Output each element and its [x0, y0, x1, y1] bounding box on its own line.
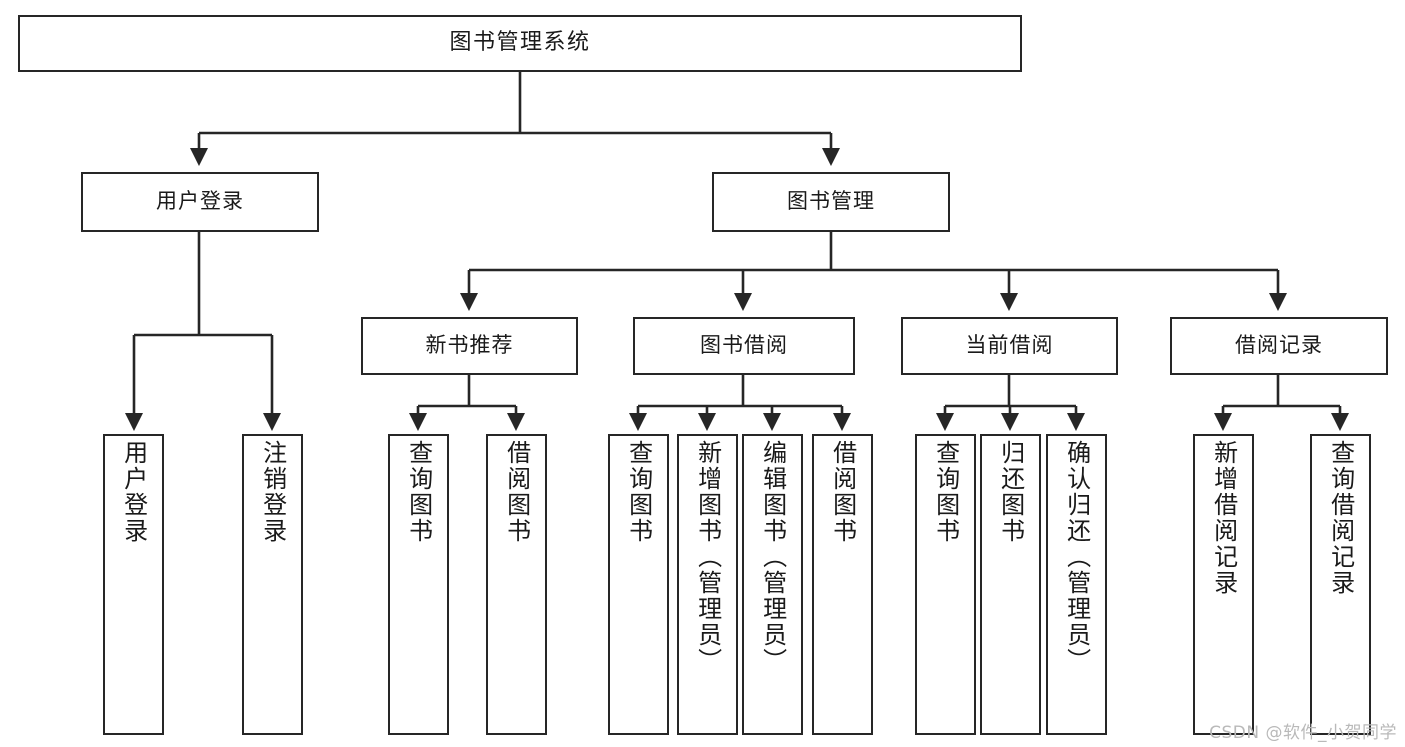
node-root[interactable]: 图书管理系统: [18, 15, 1022, 72]
leaf-query-book-3-label: 查询图书: [931, 440, 960, 544]
node-book-manage-label: 图书管理: [787, 189, 875, 214]
leaf-logout-label: 注销登录: [258, 440, 287, 544]
leaf-borrow-book-2-label: 借阅图书: [828, 440, 857, 544]
leaf-query-book-3[interactable]: 查询图书: [915, 434, 976, 735]
leaf-query-book-1[interactable]: 查询图书: [388, 434, 449, 735]
leaf-confirm-return[interactable]: 确认归还（管理员）: [1046, 434, 1107, 735]
leaf-add-book[interactable]: 新增图书（管理员）: [677, 434, 738, 735]
node-user-login-label: 用户登录: [156, 189, 244, 214]
leaf-add-record-label: 新增借阅记录: [1209, 440, 1238, 596]
leaf-query-book-2-label: 查询图书: [624, 440, 653, 544]
leaf-return-book[interactable]: 归还图书: [980, 434, 1041, 735]
leaf-borrow-book-1[interactable]: 借阅图书: [486, 434, 547, 735]
node-book-borrow[interactable]: 图书借阅: [633, 317, 855, 375]
leaf-user-login-label: 用户登录: [119, 440, 148, 544]
node-borrow-record[interactable]: 借阅记录: [1170, 317, 1388, 375]
node-book-borrow-label: 图书借阅: [700, 333, 788, 358]
node-root-label: 图书管理系统: [449, 30, 591, 56]
node-user-login[interactable]: 用户登录: [81, 172, 319, 232]
leaf-borrow-book-2[interactable]: 借阅图书: [812, 434, 873, 735]
leaf-query-book-1-label: 查询图书: [404, 440, 433, 544]
node-current-borrow[interactable]: 当前借阅: [901, 317, 1118, 375]
leaf-query-book-2[interactable]: 查询图书: [608, 434, 669, 735]
leaf-user-login[interactable]: 用户登录: [103, 434, 164, 735]
node-borrow-record-label: 借阅记录: [1235, 333, 1323, 358]
node-book-manage[interactable]: 图书管理: [712, 172, 950, 232]
leaf-query-record-label: 查询借阅记录: [1326, 440, 1355, 596]
leaf-logout[interactable]: 注销登录: [242, 434, 303, 735]
node-current-borrow-label: 当前借阅: [965, 333, 1054, 358]
leaf-borrow-book-1-label: 借阅图书: [502, 440, 531, 544]
node-new-book-recommend[interactable]: 新书推荐: [361, 317, 578, 375]
leaf-return-book-label: 归还图书: [996, 440, 1025, 544]
leaf-edit-book-label: 编辑图书（管理员）: [758, 440, 787, 674]
leaf-edit-book[interactable]: 编辑图书（管理员）: [742, 434, 803, 735]
leaf-add-book-label: 新增图书（管理员）: [693, 440, 722, 674]
leaf-query-record[interactable]: 查询借阅记录: [1310, 434, 1371, 735]
leaf-add-record[interactable]: 新增借阅记录: [1193, 434, 1254, 735]
node-new-book-recommend-label: 新书推荐: [425, 333, 514, 358]
leaf-confirm-return-label: 确认归还（管理员）: [1062, 440, 1091, 674]
